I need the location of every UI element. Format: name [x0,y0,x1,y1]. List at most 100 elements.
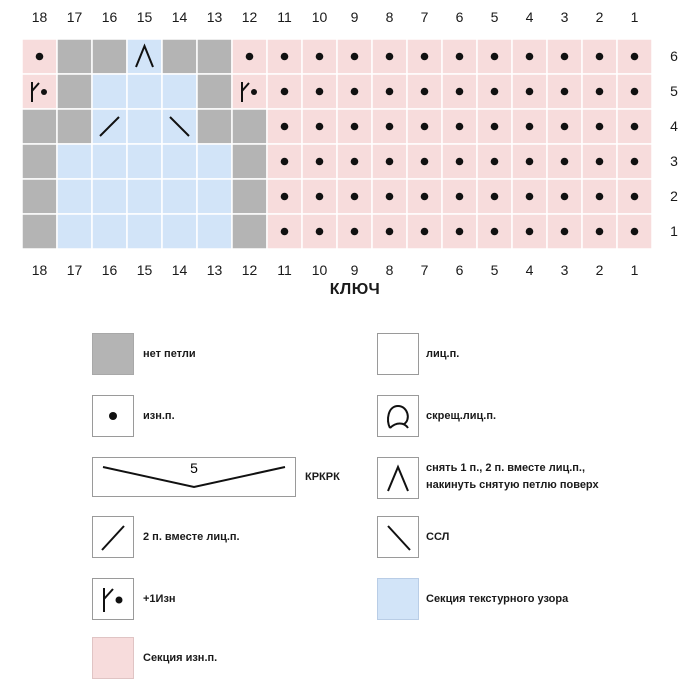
legend-purl-label: изн.п. [143,410,175,422]
purl-dot-icon [630,157,639,166]
purl-dot-icon [560,122,569,131]
row-number: 6 [670,48,678,64]
purl-dot-icon [420,157,429,166]
chart-cell-ssk [161,108,198,145]
chart-cell-nostitch [56,39,93,75]
purl-dot-icon [455,122,464,131]
purl-dot-icon [490,192,499,201]
purl-dot-icon [595,192,604,201]
purl-dot-icon [595,122,604,131]
legend-cable-label: КРКРК [305,471,340,483]
purl-dot-icon [560,87,569,96]
row-number: 2 [670,188,678,204]
chart-cell-texture [161,73,198,110]
purl-dot-icon [280,157,289,166]
purl-dot-icon [560,52,569,61]
column-number: 1 [630,9,639,25]
column-number: 18 [31,9,48,25]
purl-dot-icon [525,52,534,61]
column-number: 4 [525,9,534,25]
purl-dot-icon [490,87,499,96]
purl-dot-icon [560,157,569,166]
column-number: 3 [560,262,569,278]
purl-dot-icon [420,227,429,236]
left-slant-icon [169,116,190,137]
purl-dot-icon [280,227,289,236]
chart-cell-texture [126,143,163,180]
column-number: 15 [136,262,153,278]
purl-dot-icon [315,52,324,61]
chart-cell-texture [196,143,233,180]
legend-knit-swatch [377,333,419,375]
chart-cell-texture [126,73,163,110]
purl-dot-icon [525,122,534,131]
chart-cell-texture [91,143,128,180]
legend-knit-label: лиц.п. [426,348,460,360]
purl-dot-icon [490,122,499,131]
column-number: 12 [241,9,258,25]
purl-dot-icon [385,122,394,131]
purl-dot-icon [109,412,117,420]
chart-cell-nostitch [231,143,268,180]
chart-cell-nostitch [231,213,268,250]
purl-dot-icon [560,192,569,201]
purl-dot-icon [525,87,534,96]
purl-increase-icon [31,82,47,102]
legend-k2tog-swatch [92,516,134,558]
cable-number: 5 [190,460,198,476]
chart-cell-texture [56,213,93,250]
purl-dot-icon [455,227,464,236]
chart-cell-nostitch [196,108,233,145]
legend-ssk-swatch [377,516,419,558]
purl-dot-icon [525,227,534,236]
legend-double-dec-label-1: снять 1 п., 2 п. вместе лиц.п., [426,462,586,474]
chart-cell-texture [161,178,198,215]
chart-cell-texture [196,213,233,250]
purl-dot-icon [315,122,324,131]
chart-cell-nostitch [91,39,128,75]
chart-cell-texture [56,143,93,180]
chart-cell-nostitch [161,39,198,75]
legend-no-stitch-label: нет петли [143,348,196,360]
legend-no-stitch-swatch [92,333,134,375]
purl-dot-icon [455,52,464,61]
column-number: 16 [101,9,118,25]
column-number: 3 [560,9,569,25]
chart-cell-texture [91,213,128,250]
purl-dot-icon [385,157,394,166]
twisted-stitch-icon [387,404,409,429]
purl-dot-icon [595,52,604,61]
purl-dot-icon [595,87,604,96]
purl-dot-icon [350,52,359,61]
purl-dot-icon [595,227,604,236]
cable-icon: 5 [102,460,286,489]
double-decrease-icon [387,464,409,492]
chart-cell-nostitch [231,178,268,215]
purl-dot-icon [455,157,464,166]
column-number: 6 [455,9,464,25]
purl-dot-icon [315,227,324,236]
column-number: 6 [455,262,464,278]
legend-purl-swatch [92,395,134,437]
column-number: 9 [350,9,359,25]
legend-texture-section-swatch [377,578,419,620]
purl-dot-icon [385,52,394,61]
chart-cell-nostitch [22,108,58,145]
purl-dot-icon [35,52,44,61]
purl-dot-icon [455,87,464,96]
chart-cell-texture [91,178,128,215]
purl-dot-icon [630,192,639,201]
chart-cell-nostitch [196,39,233,75]
legend-purl-section-label: Секция изн.п. [143,652,218,664]
column-number: 14 [171,262,188,278]
purl-dot-icon [315,192,324,201]
chart-cell-nostitch [56,108,93,145]
purl-dot-icon [385,227,394,236]
column-number: 4 [525,262,534,278]
chart-cell-dot [511,178,548,215]
purl-dot-icon [350,227,359,236]
column-number: 16 [101,262,118,278]
column-number: 12 [241,262,258,278]
chart-cell-inc_purl [231,73,268,110]
